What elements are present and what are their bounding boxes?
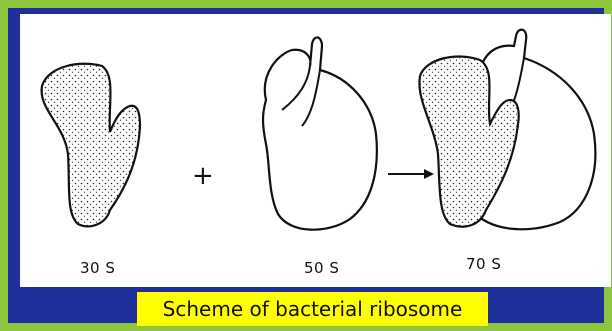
label-30s: 30 S bbox=[80, 259, 115, 277]
large-subunit-50s bbox=[263, 37, 377, 229]
ribosome-diagram: + bbox=[20, 14, 611, 287]
plus-sign: + bbox=[192, 161, 214, 191]
label-50s: 50 S bbox=[304, 259, 339, 277]
complete-ribosome-70s bbox=[419, 30, 595, 230]
reaction-arrow bbox=[388, 169, 434, 179]
diagram-caption: Scheme of bacterial ribosome bbox=[137, 292, 488, 326]
small-subunit-30s bbox=[42, 64, 140, 227]
label-70s: 70 S bbox=[466, 255, 501, 273]
diagram-canvas: + 30 S 50 S 70 S bbox=[20, 14, 611, 287]
